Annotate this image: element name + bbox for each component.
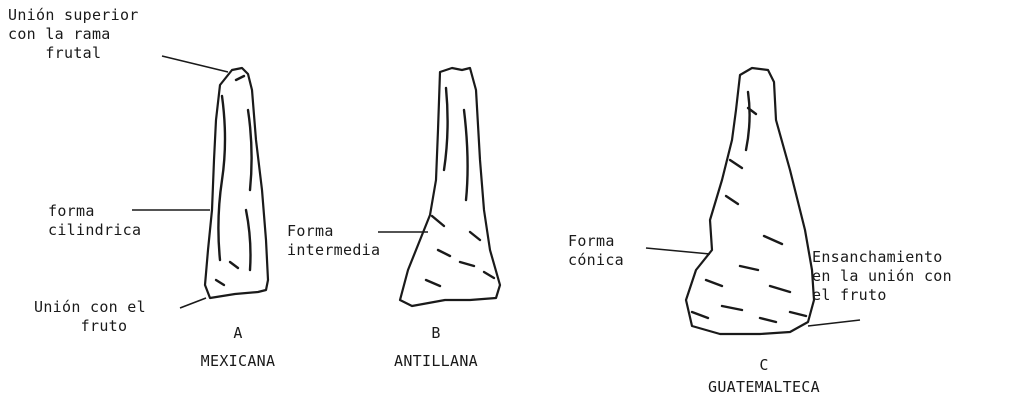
peduncle-c-drawing: [686, 68, 814, 334]
annotation-cylindrical-shape: forma cilindrica: [48, 202, 141, 240]
figure-name-guatemalteca: GUATEMALTECA: [694, 378, 834, 397]
annotation-upper-union: Unión superior con la rama frutal: [8, 6, 139, 63]
annotation-intermediate-shape: Forma intermedia: [287, 222, 380, 260]
annotation-conical-shape: Forma cónica: [568, 232, 624, 270]
peduncle-b-drawing: [400, 68, 500, 306]
figure-letter-b: B: [416, 324, 456, 343]
annotation-fruit-union-a: Unión con el fruto: [34, 298, 146, 336]
leader-line-fruit-union-a: [180, 298, 206, 308]
leader-line-conical: [646, 248, 710, 254]
figure-name-antillana: ANTILLANA: [376, 352, 496, 371]
figure-letter-c: C: [744, 356, 784, 375]
annotation-widening: Ensanchamiento en la unión con el fruto: [812, 248, 952, 305]
peduncle-a-drawing: [205, 68, 268, 298]
figure-letter-a: A: [218, 324, 258, 343]
leader-line-upper-union: [162, 56, 228, 72]
figure-name-mexicana: MEXICANA: [178, 352, 298, 371]
leader-line-widening: [808, 320, 860, 326]
